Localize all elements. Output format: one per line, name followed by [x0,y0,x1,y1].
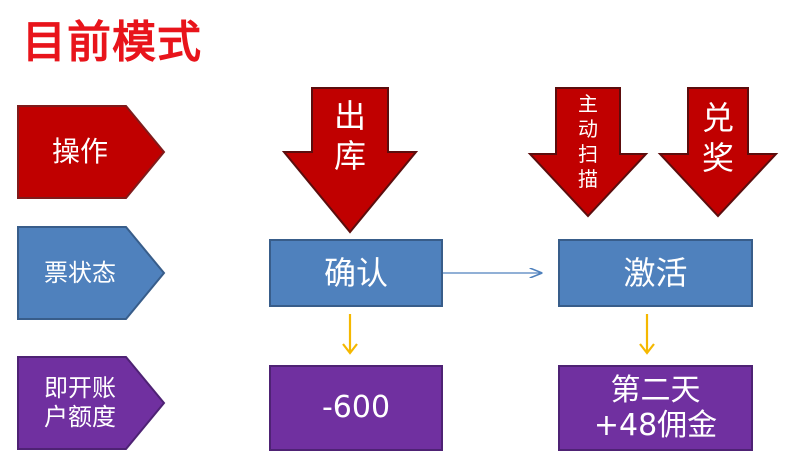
confirm-state-label: 确认 [323,253,388,292]
scan-char-1: 主 [578,92,598,116]
scan-char-4: 描 [578,167,598,191]
credit-row-label: 即开账 户额度 [18,357,142,449]
activate-amount-box [558,365,753,451]
scan-char-2: 动 [578,117,598,141]
outbound-char-2: 库 [333,137,366,175]
status-row-label: 票状态 [44,258,116,287]
activate-down-arrow [639,314,655,355]
credit-row-label-line-1: 即开账 [44,374,116,403]
outbound-label: 出 库 [312,92,388,180]
operation-row-shape [17,105,166,199]
activate-state-label: 激活 [623,253,688,292]
scan-label: 主 动 扫 描 [556,90,620,194]
redeem-char-1: 兑 [701,99,734,137]
confirm-amount-label: -600 [321,390,391,425]
activate-amount-line-1: 第二天 [610,372,701,408]
redeem-arrow-shape [657,87,779,218]
activate-amount-label: 第二天 +48佣金 [559,366,752,450]
outbound-arrow-shape [281,87,419,234]
confirm-amount-box [269,365,443,451]
confirm-down-arrow [342,314,358,355]
outbound-char-1: 出 [333,97,366,135]
activate-amount-line-2: +48佣金 [593,408,718,443]
scan-arrow-shape [527,87,649,218]
redeem-char-2: 奖 [701,139,734,177]
credit-row-label-line-2: 户额度 [44,403,116,431]
redeem-label: 兑 奖 [688,96,748,180]
credit-row-shape [17,356,166,450]
scan-char-3: 扫 [578,142,598,166]
operation-row-label: 操作 [51,135,108,169]
page-title: 目前模式 [22,17,202,68]
confirm-state-box [269,239,443,307]
activate-state-box [558,239,753,307]
status-row-shape [17,226,166,320]
